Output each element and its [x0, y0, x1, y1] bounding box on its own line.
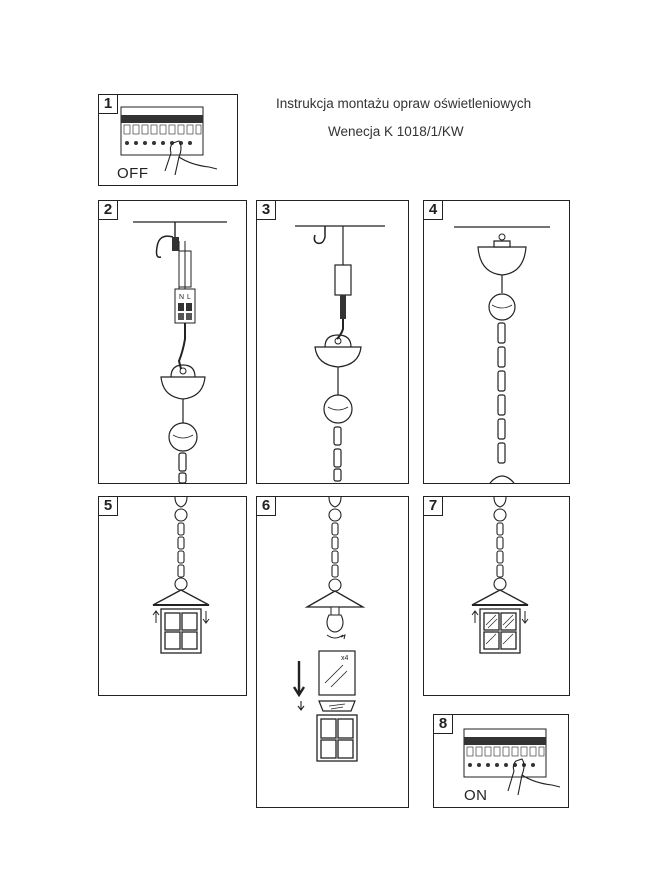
- bulb-glass-illustration: x4: [292, 497, 366, 762]
- step-number: 1: [98, 94, 118, 114]
- doc-title: Instrukcja montażu opraw oświetleniowych: [276, 96, 532, 111]
- step-4-panel: 4: [423, 200, 570, 484]
- step-number: 2: [98, 200, 118, 220]
- step-3-panel: 3: [256, 200, 409, 484]
- canopy-mounted-illustration: [454, 226, 550, 483]
- step-number: 8: [433, 714, 453, 734]
- step-2-panel: N L 2: [98, 200, 247, 484]
- glazed-lantern-illustration: [471, 497, 529, 654]
- on-label: ON: [464, 787, 488, 804]
- step-number: 6: [256, 496, 276, 516]
- step-number: 5: [98, 496, 118, 516]
- breaker-on-illustration: [463, 728, 561, 796]
- breaker-off-illustration: [120, 106, 218, 176]
- neutral-label: N: [179, 294, 184, 301]
- step-number: 3: [256, 200, 276, 220]
- ceiling-cap-illustration: [295, 225, 385, 482]
- step-number: 7: [423, 496, 443, 516]
- step-6-panel: x4 6: [256, 496, 409, 808]
- glass-count-label: x4: [341, 655, 349, 662]
- step-8-panel: 8 ON: [433, 714, 569, 808]
- off-label: OFF: [117, 165, 149, 182]
- step-5-panel: 5: [98, 496, 247, 696]
- step-7-panel: 7: [423, 496, 570, 696]
- step-number: 4: [423, 200, 443, 220]
- lantern-illustration: [152, 497, 210, 654]
- doc-model: Wenecja K 1018/1/KW: [328, 124, 464, 139]
- step-1-panel: 1 OFF: [98, 94, 238, 186]
- wiring-illustration: N L: [133, 221, 227, 483]
- live-label: L: [187, 294, 191, 301]
